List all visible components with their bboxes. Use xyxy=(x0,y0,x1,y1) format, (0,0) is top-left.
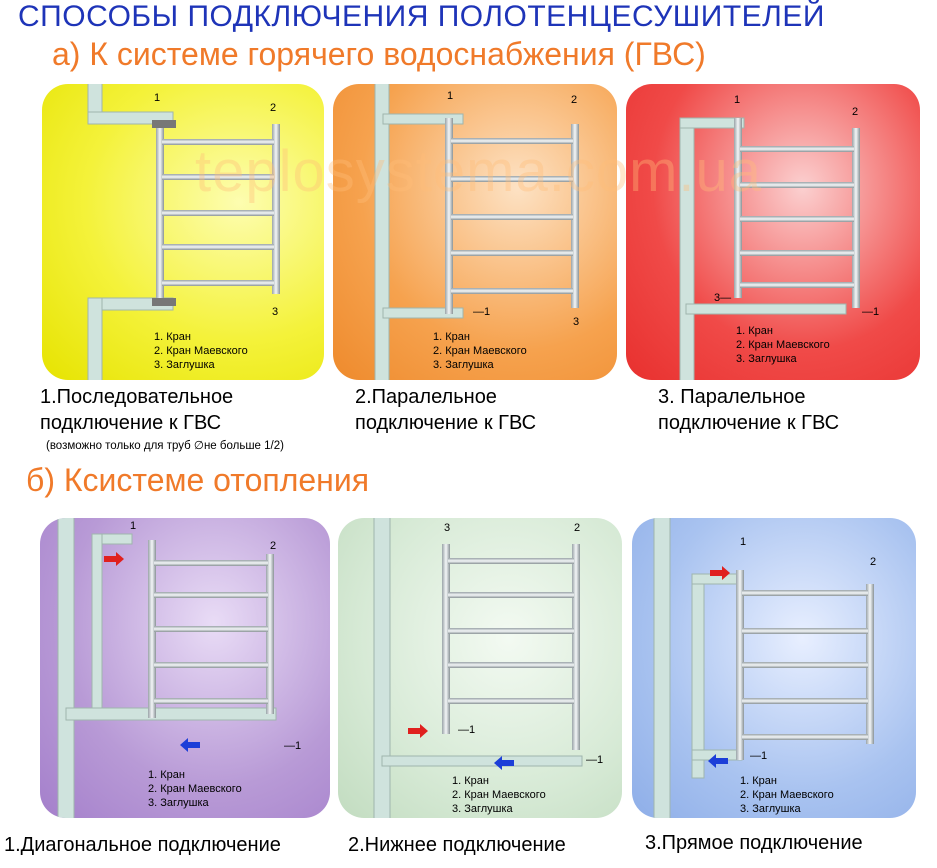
caption-a1-line1: 1.Последовательное xyxy=(40,386,234,408)
marker-2: 2 xyxy=(870,556,877,568)
diagram-b1-drawing xyxy=(57,518,277,818)
blue-arrow-icon xyxy=(494,756,514,770)
marker-1-dash: —1 xyxy=(862,306,880,318)
caption-a1: 1.Последовательное подключение к ГВС xyxy=(40,384,233,436)
legend-item-1: 1. Кран xyxy=(736,325,773,337)
legend-item-2: 2. Кран Маевского xyxy=(154,345,248,357)
caption-b1: 1.Диагональное подключение xyxy=(4,834,281,856)
marker-1-dash-right: —1 xyxy=(586,754,604,766)
marker-3: 3 xyxy=(573,316,580,328)
marker-1: 1 xyxy=(447,90,454,102)
legend: 1. Кран 2. Кран Маевского 3. Заглушка xyxy=(736,324,830,366)
legend-item-2: 2. Кран Маевского xyxy=(736,339,830,351)
caption-a1-note: (возможно только для труб ∅не больше 1/2… xyxy=(46,440,284,452)
red-arrow-icon xyxy=(408,724,428,738)
blue-arrow-icon xyxy=(180,738,200,752)
diagram-a1-drawing xyxy=(87,84,280,380)
marker-2: 2 xyxy=(270,540,277,552)
diagram-a1-panel: 1 2 3 1. Кран 2. Кран Маевского 3. Заглу… xyxy=(42,84,324,380)
legend: 1. Кран 2. Кран Маевского 3. Заглушка xyxy=(433,330,527,372)
marker-3: 3 xyxy=(272,306,279,318)
legend: 1. Кран 2. Кран Маевского 3. Заглушка xyxy=(740,774,834,816)
watermark-text: teplosystema.com.ua xyxy=(195,139,763,204)
legend-item-3: 3. Заглушка xyxy=(433,359,494,371)
caption-a2-line1: 2.Паралельное xyxy=(355,386,497,408)
marker-1: 1 xyxy=(734,94,741,106)
page-title: СПОСОБЫ ПОДКЛЮЧЕНИЯ ПОЛОТЕНЦЕСУШИТЕЛЕЙ xyxy=(18,0,825,33)
legend-item-1: 1. Кран xyxy=(148,769,185,781)
legend-item-3: 3. Заглушка xyxy=(148,797,209,809)
marker-1: 1 xyxy=(130,520,137,532)
legend-item-2: 2. Кран Маевского xyxy=(148,783,242,795)
legend-item-1: 1. Кран xyxy=(154,331,191,343)
section-b-heading: б) Ксистеме отопления xyxy=(26,462,370,498)
legend-item-2: 2. Кран Маевского xyxy=(452,789,546,801)
blue-arrow-icon xyxy=(708,754,728,768)
caption-a1-line2: подключение к ГВС xyxy=(40,412,222,434)
legend: 1. Кран 2. Кран Маевского 3. Заглушка xyxy=(452,774,546,816)
marker-3: 3 xyxy=(444,522,451,534)
diagram-b2-drawing xyxy=(373,518,583,818)
marker-1-dash: —1 xyxy=(284,740,302,752)
legend-item-3: 3. Заглушка xyxy=(740,803,801,815)
diagram-a3-panel: 1 2 3— —1 1. Кран 2. Кран Маевского 3. З… xyxy=(626,84,920,380)
legend-item-1: 1. Кран xyxy=(433,331,470,343)
marker-2: 2 xyxy=(574,522,581,534)
legend-item-3: 3. Заглушка xyxy=(452,803,513,815)
diagram-a2-drawing xyxy=(374,84,579,380)
caption-b3: 3.Прямое подключение xyxy=(645,832,863,854)
caption-a3: 3. Паралельное подключение к ГВС xyxy=(658,384,839,436)
legend-item-2: 2. Кран Маевского xyxy=(433,345,527,357)
caption-a3-line1: 3. Паралельное xyxy=(658,386,806,408)
diagram-b2-panel: 3 2 —1 —1 1. Кран 2. Кран Маевского 3. З… xyxy=(338,518,622,818)
marker-2: 2 xyxy=(270,102,277,114)
diagram-a3-drawing xyxy=(679,117,860,380)
diagram-b3-drawing xyxy=(653,518,874,818)
legend-item-3: 3. Заглушка xyxy=(154,359,215,371)
red-arrow-icon xyxy=(104,552,124,566)
caption-a2-line2: подключение к ГВС xyxy=(355,412,537,434)
diagram-a2-panel: 1 2 —1 3 1. Кран 2. Кран Маевского 3. За… xyxy=(333,84,617,380)
marker-2: 2 xyxy=(571,94,578,106)
marker-1: 1 xyxy=(154,92,161,104)
legend: 1. Кран 2. Кран Маевского 3. Заглушка xyxy=(148,768,242,810)
marker-1-dash: —1 xyxy=(473,306,491,318)
section-a-heading: а) К системе горячего водоснабжения (ГВС… xyxy=(52,36,706,72)
marker-1: 1 xyxy=(740,536,747,548)
legend-item-1: 1. Кран xyxy=(740,775,777,787)
caption-b2: 2.Нижнее подключение xyxy=(348,834,566,856)
red-arrow-icon xyxy=(710,566,730,580)
legend-item-2: 2. Кран Маевского xyxy=(740,789,834,801)
legend-item-1: 1. Кран xyxy=(452,775,489,787)
marker-2: 2 xyxy=(852,106,859,118)
diagram-b1-panel: 1 2 —1 1. Кран 2. Кран Маевского 3. Загл… xyxy=(40,518,330,818)
marker-1-dash: —1 xyxy=(458,724,476,736)
caption-a2: 2.Паралельное подключение к ГВС xyxy=(355,384,536,436)
marker-1-dash: —1 xyxy=(750,750,768,762)
legend: 1. Кран 2. Кран Маевского 3. Заглушка xyxy=(154,330,248,372)
legend-item-3: 3. Заглушка xyxy=(736,353,797,365)
caption-a3-line2: подключение к ГВС xyxy=(658,412,840,434)
diagram-b3-panel: 1 2 —1 1. Кран 2. Кран Маевского 3. Загл… xyxy=(632,518,916,818)
marker-3-dash: 3— xyxy=(714,292,732,304)
